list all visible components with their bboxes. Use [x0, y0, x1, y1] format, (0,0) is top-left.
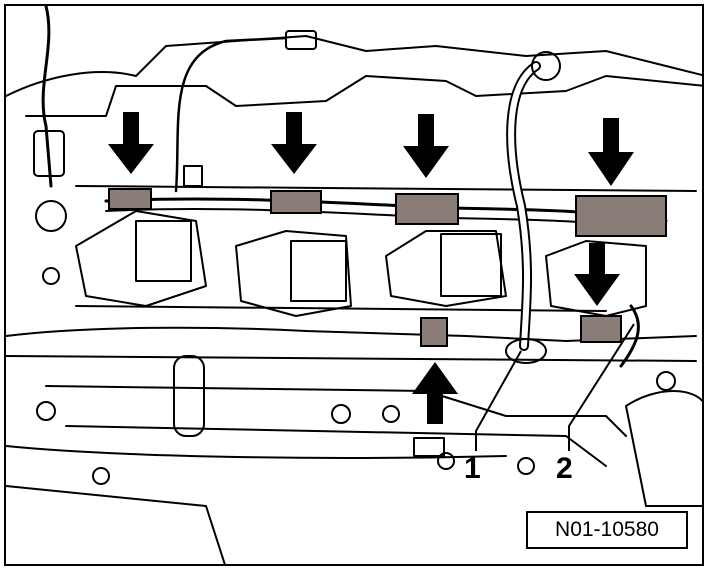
cylinder-head-outline	[25, 75, 702, 117]
engine-wiring-illustration	[6, 6, 702, 564]
intake-manifold-outline	[6, 326, 697, 342]
engine-top-outline	[6, 35, 702, 97]
diagram-frame: 1 2 N01-10580	[4, 4, 704, 566]
arrow-down-1	[108, 112, 154, 174]
left-bolt	[35, 200, 67, 232]
clip-5	[420, 317, 448, 347]
clip-2	[270, 190, 322, 214]
clip-1	[108, 188, 152, 210]
arrow-down-4	[588, 118, 634, 186]
sensor-wire	[174, 36, 288, 193]
lower-housing	[45, 385, 627, 437]
figure-reference-label: N01-10580	[526, 511, 688, 549]
clip-3	[395, 193, 459, 225]
arrow-up-6	[412, 362, 458, 424]
harness-clips	[108, 188, 667, 347]
left-connector	[33, 130, 65, 177]
callout-1: 1	[464, 452, 481, 485]
callout-2: 2	[556, 452, 573, 485]
arrow-down-3	[403, 114, 449, 178]
ignition-coil-4	[545, 240, 647, 317]
knob	[173, 355, 205, 437]
clip-4	[575, 195, 667, 237]
ignition-coil-2	[235, 230, 352, 317]
leader-1	[475, 350, 522, 451]
sensor-plug	[183, 165, 203, 187]
arrow-down-5	[574, 243, 620, 306]
ignition-coil-1	[75, 210, 207, 307]
leader-2	[568, 323, 635, 451]
cover-rail-upper	[75, 185, 697, 192]
ground-eyelet	[531, 51, 561, 81]
clip-6	[580, 315, 622, 343]
ignition-coil-3	[385, 230, 507, 307]
arrow-down-2	[271, 112, 317, 174]
bracket-2	[619, 304, 640, 368]
right-housing	[625, 390, 702, 507]
left-hose	[41, 6, 53, 188]
